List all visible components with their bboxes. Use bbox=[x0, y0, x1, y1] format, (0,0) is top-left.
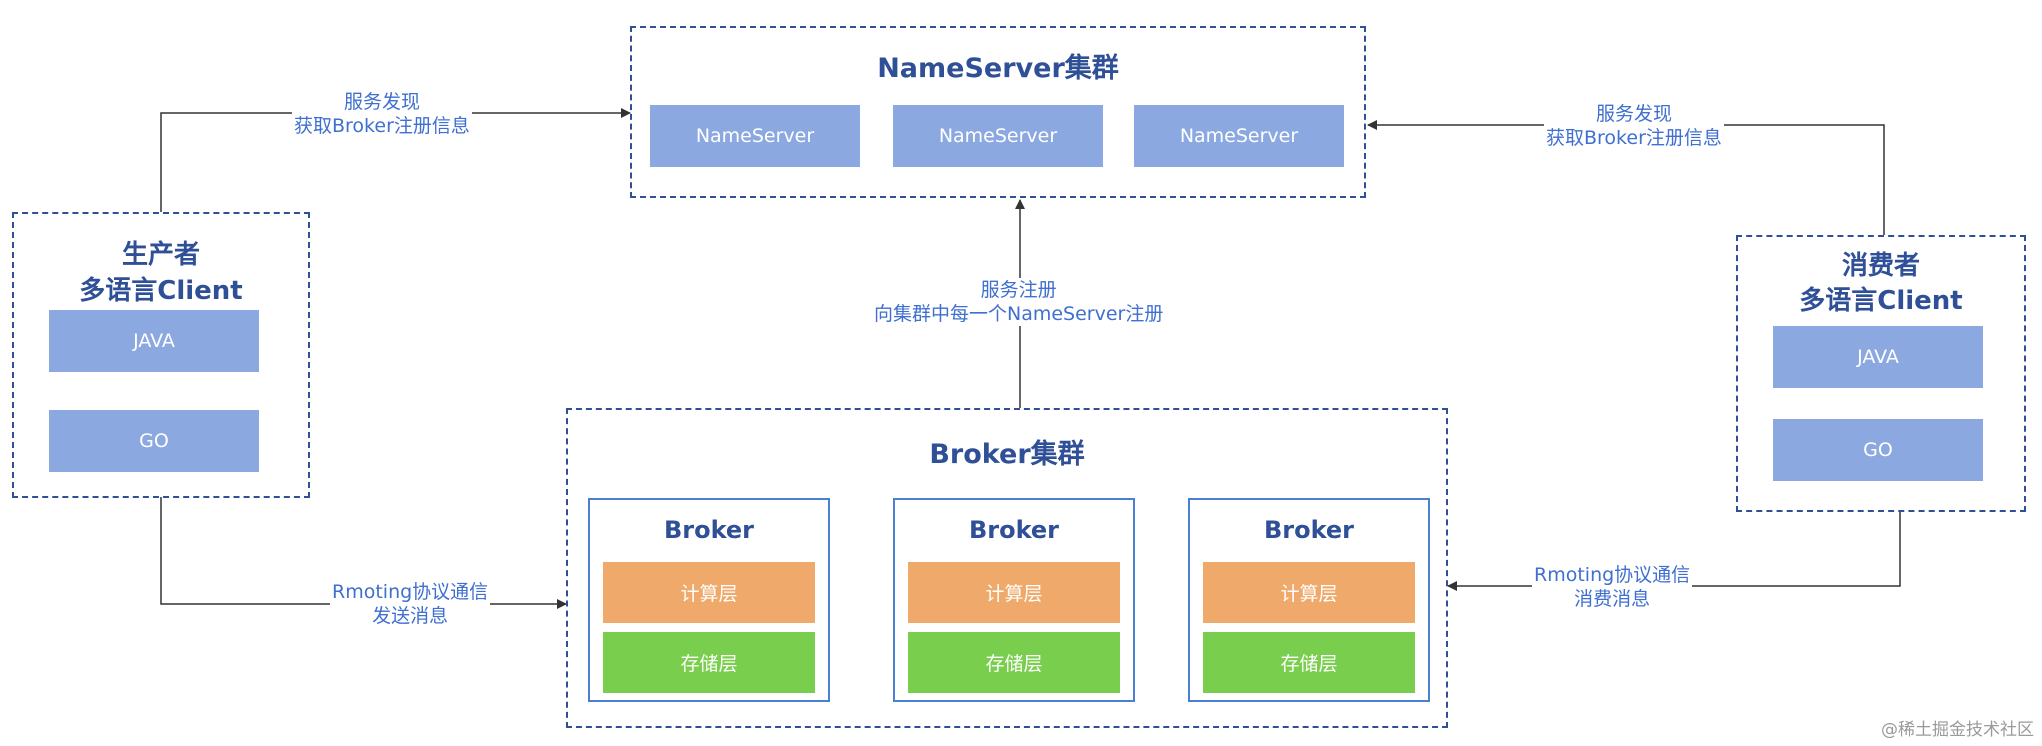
broker-register-label-line1: 服务注册 bbox=[980, 279, 1057, 301]
producer-discovery-label-line1: 服务发现 bbox=[343, 91, 420, 113]
consumer-client-group: 消费者 多语言Client JAVA GO bbox=[1736, 235, 2026, 512]
producer-go-client: GO bbox=[49, 410, 259, 472]
consumer-consume-label: Rmoting协议通信 消费消息 bbox=[1532, 563, 1693, 611]
producer-client-group: 生产者 多语言Client JAVA GO bbox=[12, 212, 310, 498]
producer-title-line2: 多语言Client bbox=[79, 276, 243, 306]
producer-discovery-label: 服务发现 获取Broker注册信息 bbox=[292, 90, 472, 138]
consumer-consume-label-line2: 消费消息 bbox=[1574, 588, 1651, 610]
consumer-discovery-label-line1: 服务发现 bbox=[1595, 103, 1672, 125]
producer-send-label-line2: 发送消息 bbox=[372, 605, 449, 627]
nameserver-cluster-title: NameServer集群 bbox=[877, 53, 1119, 84]
consumer-title-line1: 消费者 bbox=[1841, 251, 1920, 281]
consumer-consume-label-line1: Rmoting协议通信 bbox=[1534, 564, 1691, 586]
watermark: @稀土掘金技术社区 bbox=[1881, 720, 2034, 740]
broker-node: Broker 计算层 存储层 bbox=[1188, 498, 1430, 702]
broker-register-label-line2: 向集群中每一个NameServer注册 bbox=[874, 303, 1164, 325]
consumer-discovery-label-line2: 获取Broker注册信息 bbox=[1546, 127, 1722, 149]
storage-layer: 存储层 bbox=[908, 632, 1120, 693]
nameserver-node: NameServer bbox=[893, 105, 1103, 167]
producer-title-line1: 生产者 bbox=[121, 240, 200, 270]
broker-cluster-title: Broker集群 bbox=[929, 439, 1085, 470]
consumer-discovery-arrow bbox=[1367, 120, 1885, 235]
nameserver-cluster: NameServer集群 NameServer NameServer NameS… bbox=[630, 26, 1366, 198]
consumer-go-client: GO bbox=[1773, 419, 1983, 481]
broker-register-label: 服务注册 向集群中每一个NameServer注册 bbox=[872, 278, 1166, 326]
broker-node: Broker 计算层 存储层 bbox=[588, 498, 830, 702]
nameserver-node: NameServer bbox=[1134, 105, 1344, 167]
storage-layer: 存储层 bbox=[1203, 632, 1415, 693]
compute-layer: 计算层 bbox=[1203, 562, 1415, 623]
nameserver-node: NameServer bbox=[650, 105, 860, 167]
producer-send-label: Rmoting协议通信 发送消息 bbox=[330, 580, 491, 628]
compute-layer: 计算层 bbox=[908, 562, 1120, 623]
consumer-java-client: JAVA bbox=[1773, 326, 1983, 388]
compute-layer: 计算层 bbox=[603, 562, 815, 623]
consumer-title-line2: 多语言Client bbox=[1799, 286, 1963, 316]
storage-layer: 存储层 bbox=[603, 632, 815, 693]
consumer-discovery-label: 服务发现 获取Broker注册信息 bbox=[1544, 102, 1724, 150]
producer-send-label-line1: Rmoting协议通信 bbox=[332, 581, 489, 603]
producer-discovery-arrow bbox=[160, 108, 631, 212]
producer-discovery-label-line2: 获取Broker注册信息 bbox=[294, 115, 470, 137]
broker-cluster: Broker集群 Broker 计算层 存储层 Broker 计算层 存储层 B… bbox=[566, 408, 1448, 728]
broker-title: Broker bbox=[968, 516, 1060, 544]
producer-java-client: JAVA bbox=[49, 310, 259, 372]
broker-node: Broker 计算层 存储层 bbox=[893, 498, 1135, 702]
broker-title: Broker bbox=[663, 516, 755, 544]
broker-title: Broker bbox=[1263, 516, 1355, 544]
